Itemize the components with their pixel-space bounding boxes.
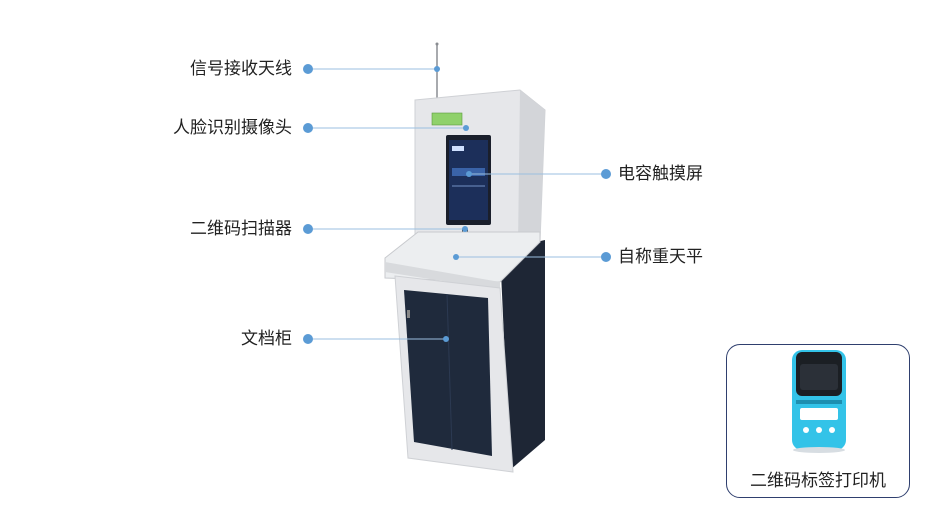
callout-lines: [308, 68, 606, 340]
label-printer: 二维码标签打印机: [750, 471, 886, 491]
printer-button-icon: [828, 426, 835, 433]
callout-dot-touchscreen: [601, 169, 611, 179]
callout-target-cabinet: [443, 336, 449, 342]
kiosk-side-dark: [500, 240, 545, 470]
printer-button-icon: [815, 426, 822, 433]
callout-dot-scanner: [303, 224, 313, 234]
callout-target-camera: [463, 125, 469, 131]
callout-dot-antenna: [303, 64, 313, 74]
callout-target-scale: [453, 254, 459, 260]
callout-target-touchscreen: [466, 171, 472, 177]
kiosk-brand-label: [431, 112, 463, 126]
touchscreen-display: [449, 140, 488, 220]
cabinet-door: [404, 290, 492, 456]
label-scanner: 二维码扫描器: [190, 219, 292, 239]
label-camera: 人脸识别摄像头: [173, 118, 292, 138]
callout-target-antenna: [434, 66, 440, 72]
label-antenna: 信号接收天线: [190, 59, 292, 79]
callout-target-scanner: [462, 226, 468, 232]
printer-illustration: [791, 349, 846, 453]
printer-panel: [799, 407, 838, 420]
callout-dot-cabinet: [303, 334, 313, 344]
printer-button-icon: [802, 426, 809, 433]
label-cabinet: 文档柜: [241, 329, 292, 349]
callout-dots: [303, 64, 611, 344]
callout-dot-scale: [601, 252, 611, 262]
callout-dot-camera: [303, 123, 313, 133]
kiosk-illustration: [384, 42, 546, 473]
label-touchscreen: 电容触摸屏: [618, 164, 703, 184]
label-scale: 自称重天平: [618, 247, 703, 267]
printer-inset: 二维码标签打印机: [726, 344, 910, 498]
